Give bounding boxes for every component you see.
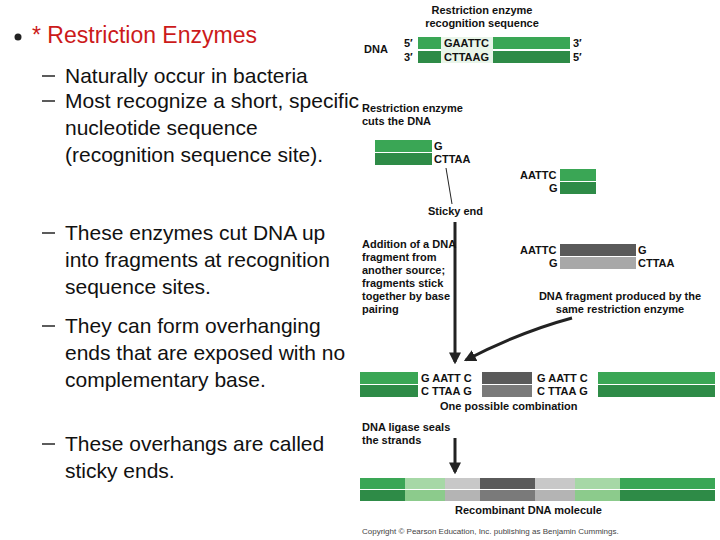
- recombinant-segment: [620, 490, 715, 501]
- dna-strand: [598, 385, 715, 397]
- bullet-text: Naturally occur in bacteria: [65, 62, 360, 89]
- dna-strand: [360, 385, 418, 397]
- recombinant-segment: [575, 478, 620, 489]
- base-letters: 5′: [404, 37, 413, 49]
- figure-label: Recombinant DNA molecule: [455, 504, 602, 517]
- base-letters: AATTC: [520, 244, 556, 256]
- strand-label: DNA: [364, 43, 388, 56]
- figure-label: Sticky end: [428, 205, 483, 218]
- foreign-strand: [482, 385, 532, 397]
- recombinant-segment: [360, 490, 405, 501]
- base-letters: 3′: [573, 37, 582, 49]
- base-letters: C TTAA G: [537, 385, 588, 397]
- base-letters: 5′: [573, 51, 582, 63]
- recombinant-segment: [620, 478, 715, 489]
- bullet-dash: [42, 75, 55, 77]
- step-label: DNA ligase seals the strands: [362, 421, 462, 447]
- bullet-text: Most recognize a short, specific nucleot…: [65, 87, 360, 168]
- copyright-note: Copyright © Pearson Education, Inc. publ…: [362, 527, 619, 537]
- dna-fragment: [375, 140, 432, 152]
- base-letters: G AATT C: [537, 372, 588, 384]
- bullet-dash: [42, 325, 55, 327]
- recombinant-segment: [405, 478, 445, 489]
- recombinant-segment: [405, 490, 445, 501]
- recombinant-segment: [575, 490, 620, 501]
- recombinant-segment: [480, 490, 535, 501]
- dna-strand: [418, 37, 570, 49]
- foreign-fragment: [560, 244, 636, 256]
- recombinant-segment: [445, 478, 480, 489]
- step-label: Addition of a DNA fragment from another …: [362, 238, 470, 316]
- step-label: Restriction enzyme cuts the DNA: [362, 102, 474, 128]
- base-letters: G: [434, 140, 443, 152]
- dna-strand: [598, 372, 715, 384]
- bullet-dash: [42, 100, 55, 102]
- process-arrow: [454, 438, 457, 472]
- foreign-strand: [482, 372, 532, 384]
- recombinant-segment: [535, 490, 575, 501]
- base-letters: GAATTC: [444, 37, 489, 49]
- bullet-text: These overhangs are called sticky ends.: [65, 430, 360, 484]
- dna-fragment: [560, 169, 596, 181]
- recognition-site: [441, 37, 493, 63]
- figure-label: Restriction enzyme recognition sequence: [412, 4, 552, 30]
- recombinant-segment: [535, 478, 575, 489]
- base-letters: G: [549, 257, 558, 269]
- base-letters: CTTAAG: [444, 51, 489, 63]
- base-letters: 3′: [404, 51, 413, 63]
- recombinant-segment: [360, 478, 405, 489]
- base-letters: CTTAA: [434, 153, 470, 165]
- figure-label: One possible combination: [440, 400, 578, 413]
- bullet-dash: [42, 443, 55, 445]
- base-letters: G: [638, 244, 647, 256]
- base-letters: AATTC: [520, 169, 556, 181]
- bullet-dash: [42, 232, 55, 234]
- base-letters: G: [549, 182, 558, 194]
- foreign-fragment: [560, 257, 636, 269]
- recombinant-segment: [480, 478, 535, 489]
- bullet-text: They can form overhanging ends that are …: [65, 312, 360, 393]
- bullet-text: These enzymes cut DNA up into fragments …: [65, 219, 360, 300]
- dna-strand: [360, 372, 418, 384]
- bullet-dot: [15, 34, 22, 41]
- figure-label: DNA fragment produced by the same restri…: [530, 290, 710, 316]
- base-letters: C TTAA G: [421, 385, 472, 397]
- base-letters: G AATT C: [421, 372, 472, 384]
- process-arrow: [466, 318, 572, 360]
- leader-line: [446, 168, 452, 204]
- dna-fragment: [375, 153, 432, 165]
- recombinant-segment: [445, 490, 480, 501]
- base-letters: CTTAA: [638, 257, 674, 269]
- dna-strand: [418, 51, 570, 63]
- dna-fragment: [560, 182, 596, 194]
- slide-title: * Restriction Enzymes: [32, 22, 257, 49]
